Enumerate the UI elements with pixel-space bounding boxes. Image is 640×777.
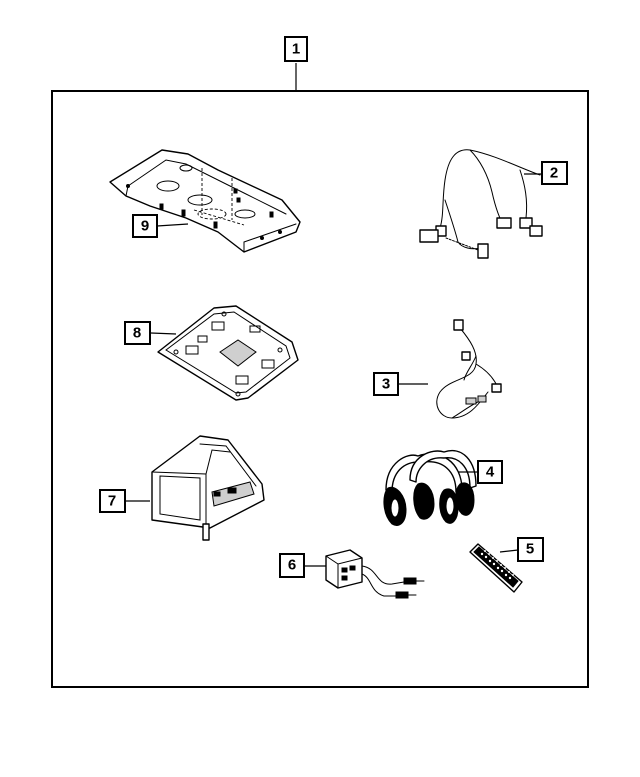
mounting-plate-illustration xyxy=(157,305,299,401)
callout-3-label: 3 xyxy=(382,376,390,393)
audio-adapter-illustration xyxy=(325,549,425,599)
remote-control-illustration xyxy=(469,543,523,593)
callout-5-label: 5 xyxy=(526,541,534,558)
callout-1-label: 1 xyxy=(292,41,300,58)
callout-6-label: 6 xyxy=(288,557,296,574)
main-harness-illustration xyxy=(419,149,543,259)
callout-6[interactable]: 6 xyxy=(279,553,305,578)
callout-7-label: 7 xyxy=(108,493,116,510)
callout-9-label: 9 xyxy=(141,218,149,235)
jumper-harness-illustration xyxy=(436,319,502,419)
callout-2-label: 2 xyxy=(550,165,558,182)
kit-frame xyxy=(51,90,589,688)
callout-5[interactable]: 5 xyxy=(517,537,544,562)
remote-control-leader xyxy=(499,549,519,553)
callout-8[interactable]: 8 xyxy=(124,321,151,345)
callout-3[interactable]: 3 xyxy=(373,372,399,396)
callout-7[interactable]: 7 xyxy=(99,489,126,513)
mounting-bracket-illustration xyxy=(109,149,301,253)
headphones-illustration xyxy=(383,450,477,526)
callout-4[interactable]: 4 xyxy=(477,460,503,484)
overhead-video-module-illustration xyxy=(151,435,265,541)
mounting-bracket-leader xyxy=(156,223,189,227)
callout-1[interactable]: 1 xyxy=(284,36,308,62)
callout-4-label: 4 xyxy=(486,464,495,481)
mounting-plate-leader xyxy=(150,332,177,335)
callout-9[interactable]: 9 xyxy=(132,214,158,238)
callout-8-label: 8 xyxy=(133,325,141,342)
callout-2[interactable]: 2 xyxy=(541,161,568,185)
